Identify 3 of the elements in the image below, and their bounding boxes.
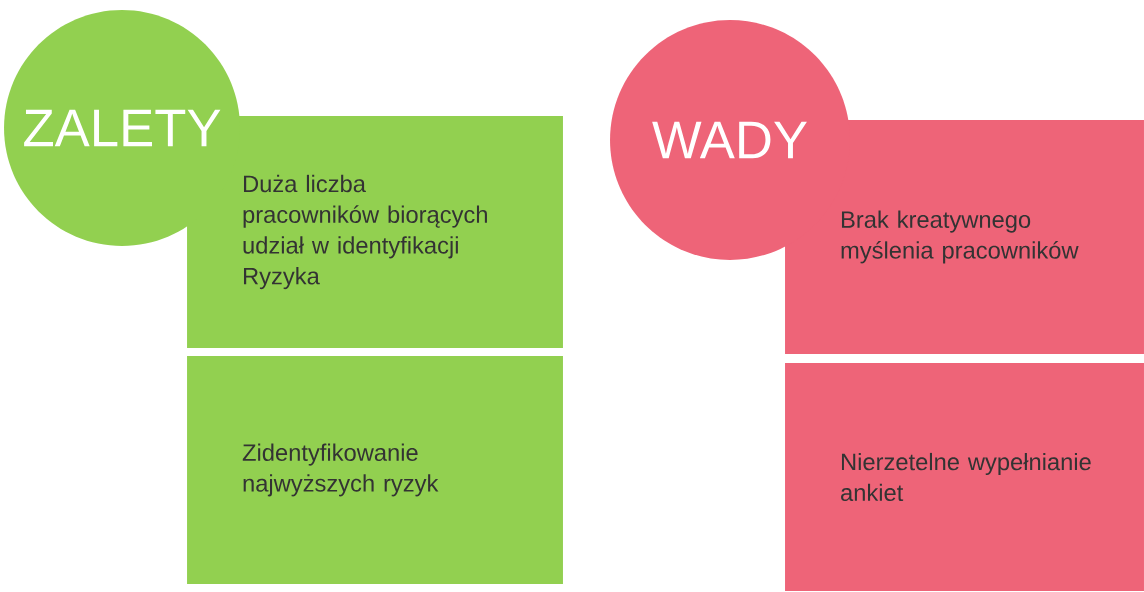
text-box: Nierzetelne wypełnianie ankiet (785, 363, 1144, 591)
circle-heading: ZALETY (4, 10, 240, 246)
text-box: Zidentyfikowanie najwyższych ryzyk (187, 356, 563, 584)
